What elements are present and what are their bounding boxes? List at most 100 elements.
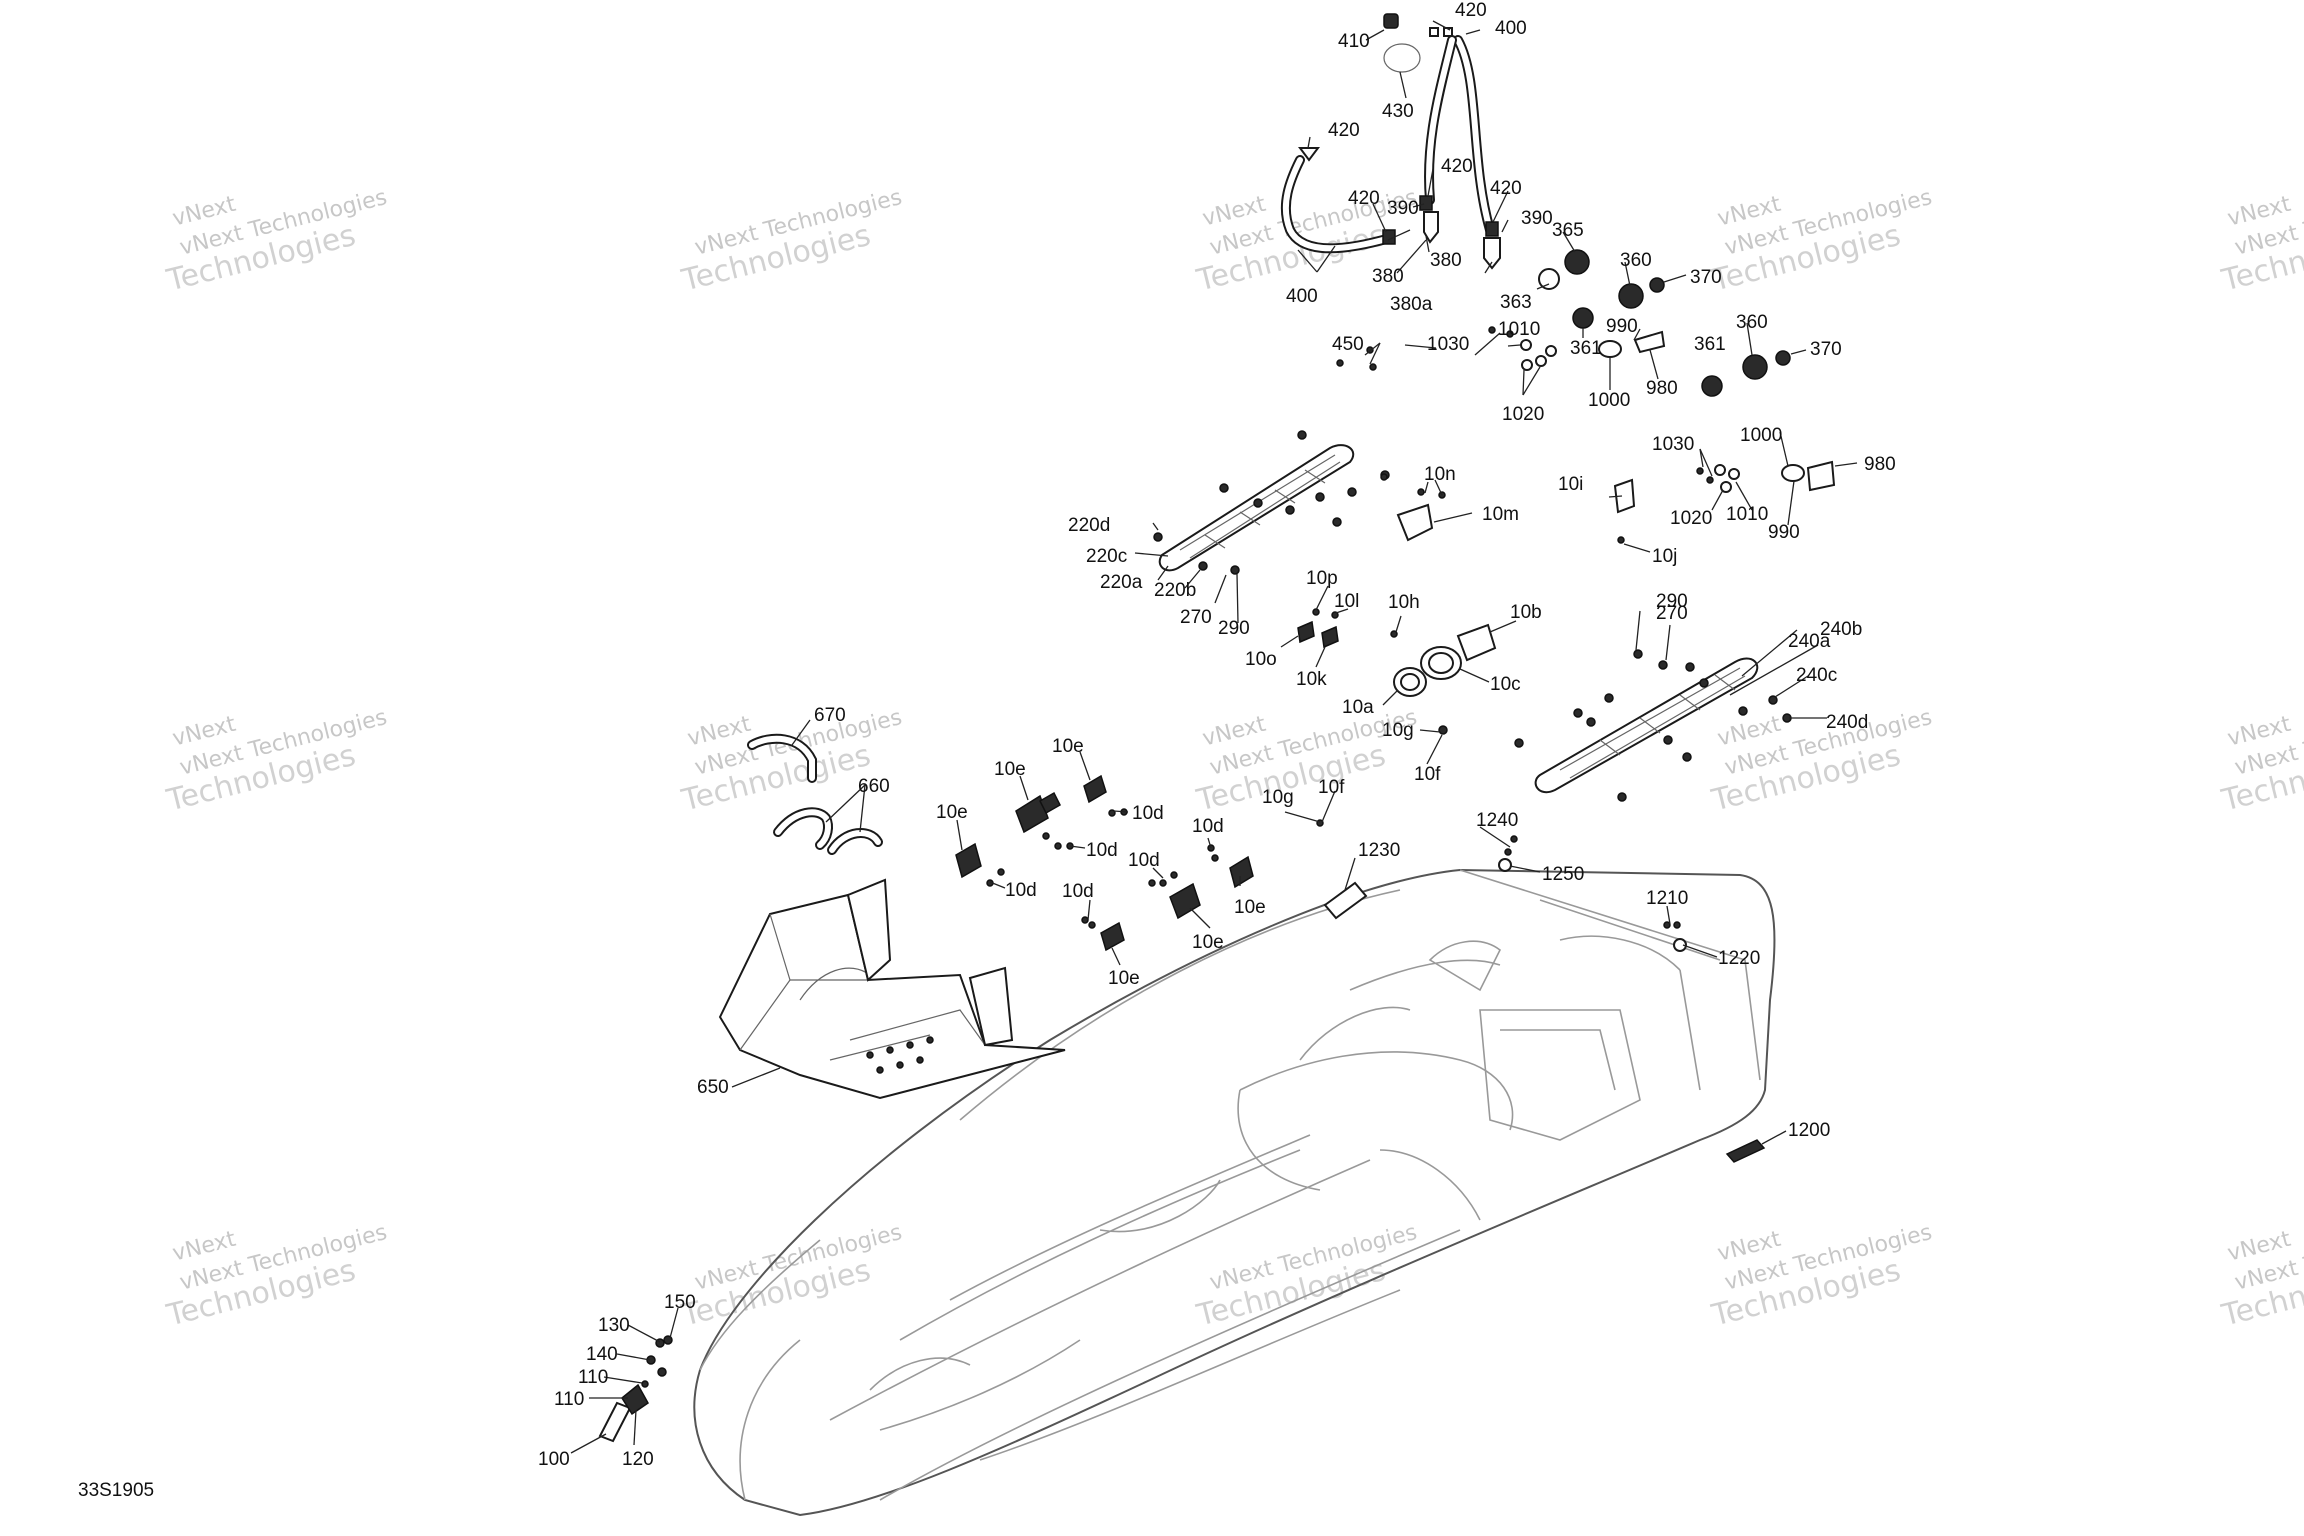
label-360: 360: [1620, 250, 1652, 271]
label-10d: 10d: [1128, 850, 1160, 871]
label-400: 400: [1495, 18, 1527, 39]
label-10p: 10p: [1306, 568, 1338, 589]
label-10d: 10d: [1132, 803, 1164, 824]
label-365: 365: [1552, 220, 1584, 241]
bow-eye-parts: [598, 1335, 673, 1443]
plate-120: [621, 1383, 649, 1416]
label-420: 420: [1490, 178, 1522, 199]
watermark: vNext vNext Technologies Technologies: [2218, 705, 2304, 819]
label-270: 270: [1656, 603, 1688, 624]
label-130: 130: [598, 1315, 630, 1336]
diagram-code: 33S1905: [78, 1480, 154, 1501]
label-140: 140: [586, 1344, 618, 1365]
label-10j: 10j: [1652, 546, 1677, 567]
label-110: 110: [578, 1367, 608, 1388]
label-990: 990: [1606, 316, 1638, 337]
label-240d: 240d: [1826, 712, 1868, 733]
footrest-left: [1153, 430, 1390, 575]
label-390: 390: [1387, 198, 1419, 219]
label-420: 420: [1441, 156, 1473, 177]
hull: [693, 868, 1776, 1517]
hardware-groups: [1336, 326, 1836, 493]
label-220a: 220a: [1100, 572, 1143, 593]
label-110: 110: [554, 1389, 584, 1410]
label-10l: 10l: [1334, 591, 1359, 612]
bracket-10i: [1613, 478, 1636, 514]
watermark: vNext vNext Technologies Technologies: [1708, 185, 1935, 299]
label-361: 361: [1694, 334, 1726, 355]
watermark: vNext Technologies Technologies: [1193, 1220, 1420, 1334]
label-100: 100: [538, 1449, 570, 1470]
watermark: vNext vNext Technologies Technologies: [163, 185, 390, 299]
cover-10b: [1456, 623, 1497, 662]
drain-plug-parts: [1538, 249, 1791, 397]
drain-361: [1572, 307, 1594, 329]
label-380: 380: [1430, 250, 1462, 271]
label-980: 980: [1864, 454, 1896, 475]
label-1000: 1000: [1588, 390, 1630, 411]
label-10a: 10a: [1342, 697, 1374, 718]
misc-right-parts: [1498, 835, 1766, 1163]
label-270: 270: [1180, 607, 1212, 628]
label-10d: 10d: [1005, 880, 1037, 901]
label-10g: 10g: [1382, 720, 1414, 741]
watermark: vNext vNext Technologies Technologies: [163, 705, 390, 819]
cap-370: [1649, 277, 1665, 293]
label-360: 360: [1736, 312, 1768, 333]
label-10e: 10e: [936, 802, 968, 823]
label-380a: 380a: [1390, 294, 1433, 315]
label-290: 290: [1218, 618, 1250, 639]
label-650: 650: [697, 1077, 729, 1098]
label-10m: 10m: [1482, 504, 1519, 525]
breather-ring-430: [1383, 43, 1421, 73]
watermark: vNext vNext Technologies Technologies: [1708, 705, 1935, 819]
label-10e: 10e: [1052, 736, 1084, 757]
label-450: 450: [1332, 334, 1364, 355]
watermark: vNext vNext Technologies Technologies: [1708, 1220, 1935, 1334]
label-10i: 10i: [1558, 474, 1583, 495]
label-10d: 10d: [1062, 881, 1094, 902]
label-420: 420: [1455, 0, 1487, 21]
mounting-brackets: [955, 774, 1368, 952]
gasket-1000: [1598, 340, 1622, 358]
label-10n: 10n: [1424, 464, 1456, 485]
label-10c: 10c: [1490, 674, 1521, 695]
label-10g: 10g: [1262, 787, 1294, 808]
label-1210: 1210: [1646, 888, 1688, 909]
footrest-240a: [1534, 657, 1759, 794]
label-10e: 10e: [1192, 932, 1224, 953]
watermark: vNext vNext Technologies Technologies: [2218, 1220, 2304, 1334]
cap-370b: [1775, 350, 1791, 366]
breather-hose-assembly: [1280, 13, 1501, 270]
watermark: vNext vNext Technologies Technologies: [2218, 185, 2304, 299]
label-410: 410: [1338, 31, 1370, 52]
label-10k: 10k: [1296, 669, 1327, 690]
drain-360: [1618, 283, 1644, 309]
label-290: 290: [1656, 591, 1688, 612]
label-1020: 1020: [1670, 508, 1712, 529]
label-1000: 1000: [1740, 425, 1782, 446]
label-10e: 10e: [1234, 897, 1266, 918]
label-10f: 10f: [1318, 777, 1345, 798]
label-10e: 10e: [1108, 968, 1140, 989]
label-1230: 1230: [1358, 840, 1400, 861]
label-380: 380: [1372, 266, 1404, 287]
watermarks: vNext vNext Technologies Technologies vN…: [163, 185, 2304, 1334]
label-1010: 1010: [1726, 504, 1768, 525]
fitting-380: [1423, 211, 1439, 244]
label-1030: 1030: [1652, 434, 1694, 455]
label-150: 150: [664, 1292, 696, 1313]
watermark: vNext Technologies Technologies: [678, 185, 905, 299]
label-1220: 1220: [1718, 948, 1760, 969]
label-370: 370: [1690, 267, 1722, 288]
label-660: 660: [858, 776, 890, 797]
watermark: vNext vNext Technologies Technologies: [163, 1220, 390, 1334]
storage-bin-650: [718, 878, 1066, 1100]
label-10h: 10h: [1388, 592, 1420, 613]
label-240c: 240c: [1796, 665, 1837, 686]
drain-360b: [1742, 354, 1768, 380]
footrest-pad-1230: [1323, 881, 1368, 920]
label-220b: 220b: [1154, 580, 1196, 601]
label-220c: 220c: [1086, 546, 1127, 567]
